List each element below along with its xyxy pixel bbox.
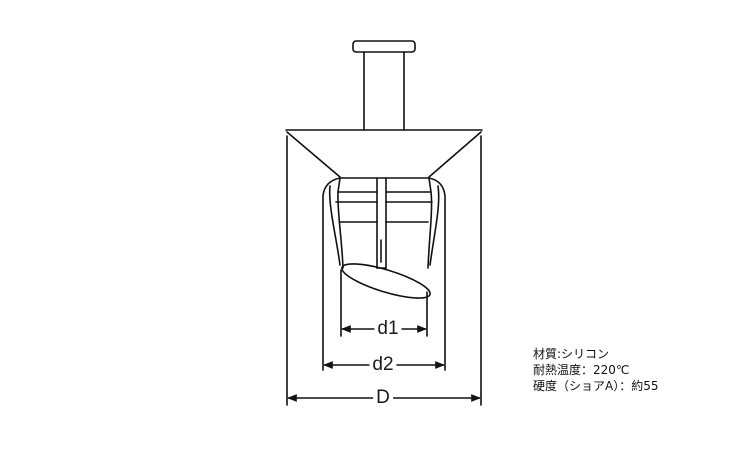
flange-slope-left <box>286 131 341 178</box>
spec-list: 材質:シリコン 耐熱温度：220℃ 硬度（ショアA）：約55 <box>533 346 658 394</box>
d2-label: d2 <box>369 355 397 375</box>
spec-heat-resistance: 耐熱温度：220℃ <box>533 363 630 377</box>
D-label: D <box>373 388 393 408</box>
flange-slope-right <box>428 131 482 178</box>
shoulder-left <box>322 177 341 371</box>
outer-wall-right <box>429 185 440 266</box>
valve-disc <box>341 263 431 299</box>
knob-cap <box>352 40 416 53</box>
spec-hardness: 硬度（ショアA）：約55 <box>533 379 659 393</box>
outer-wall-left <box>328 185 341 266</box>
shoulder-right <box>428 177 446 371</box>
d1-label: d1 <box>374 319 402 339</box>
spec-material: 材質:シリコン <box>533 347 610 361</box>
inner-wall-right <box>427 177 433 269</box>
